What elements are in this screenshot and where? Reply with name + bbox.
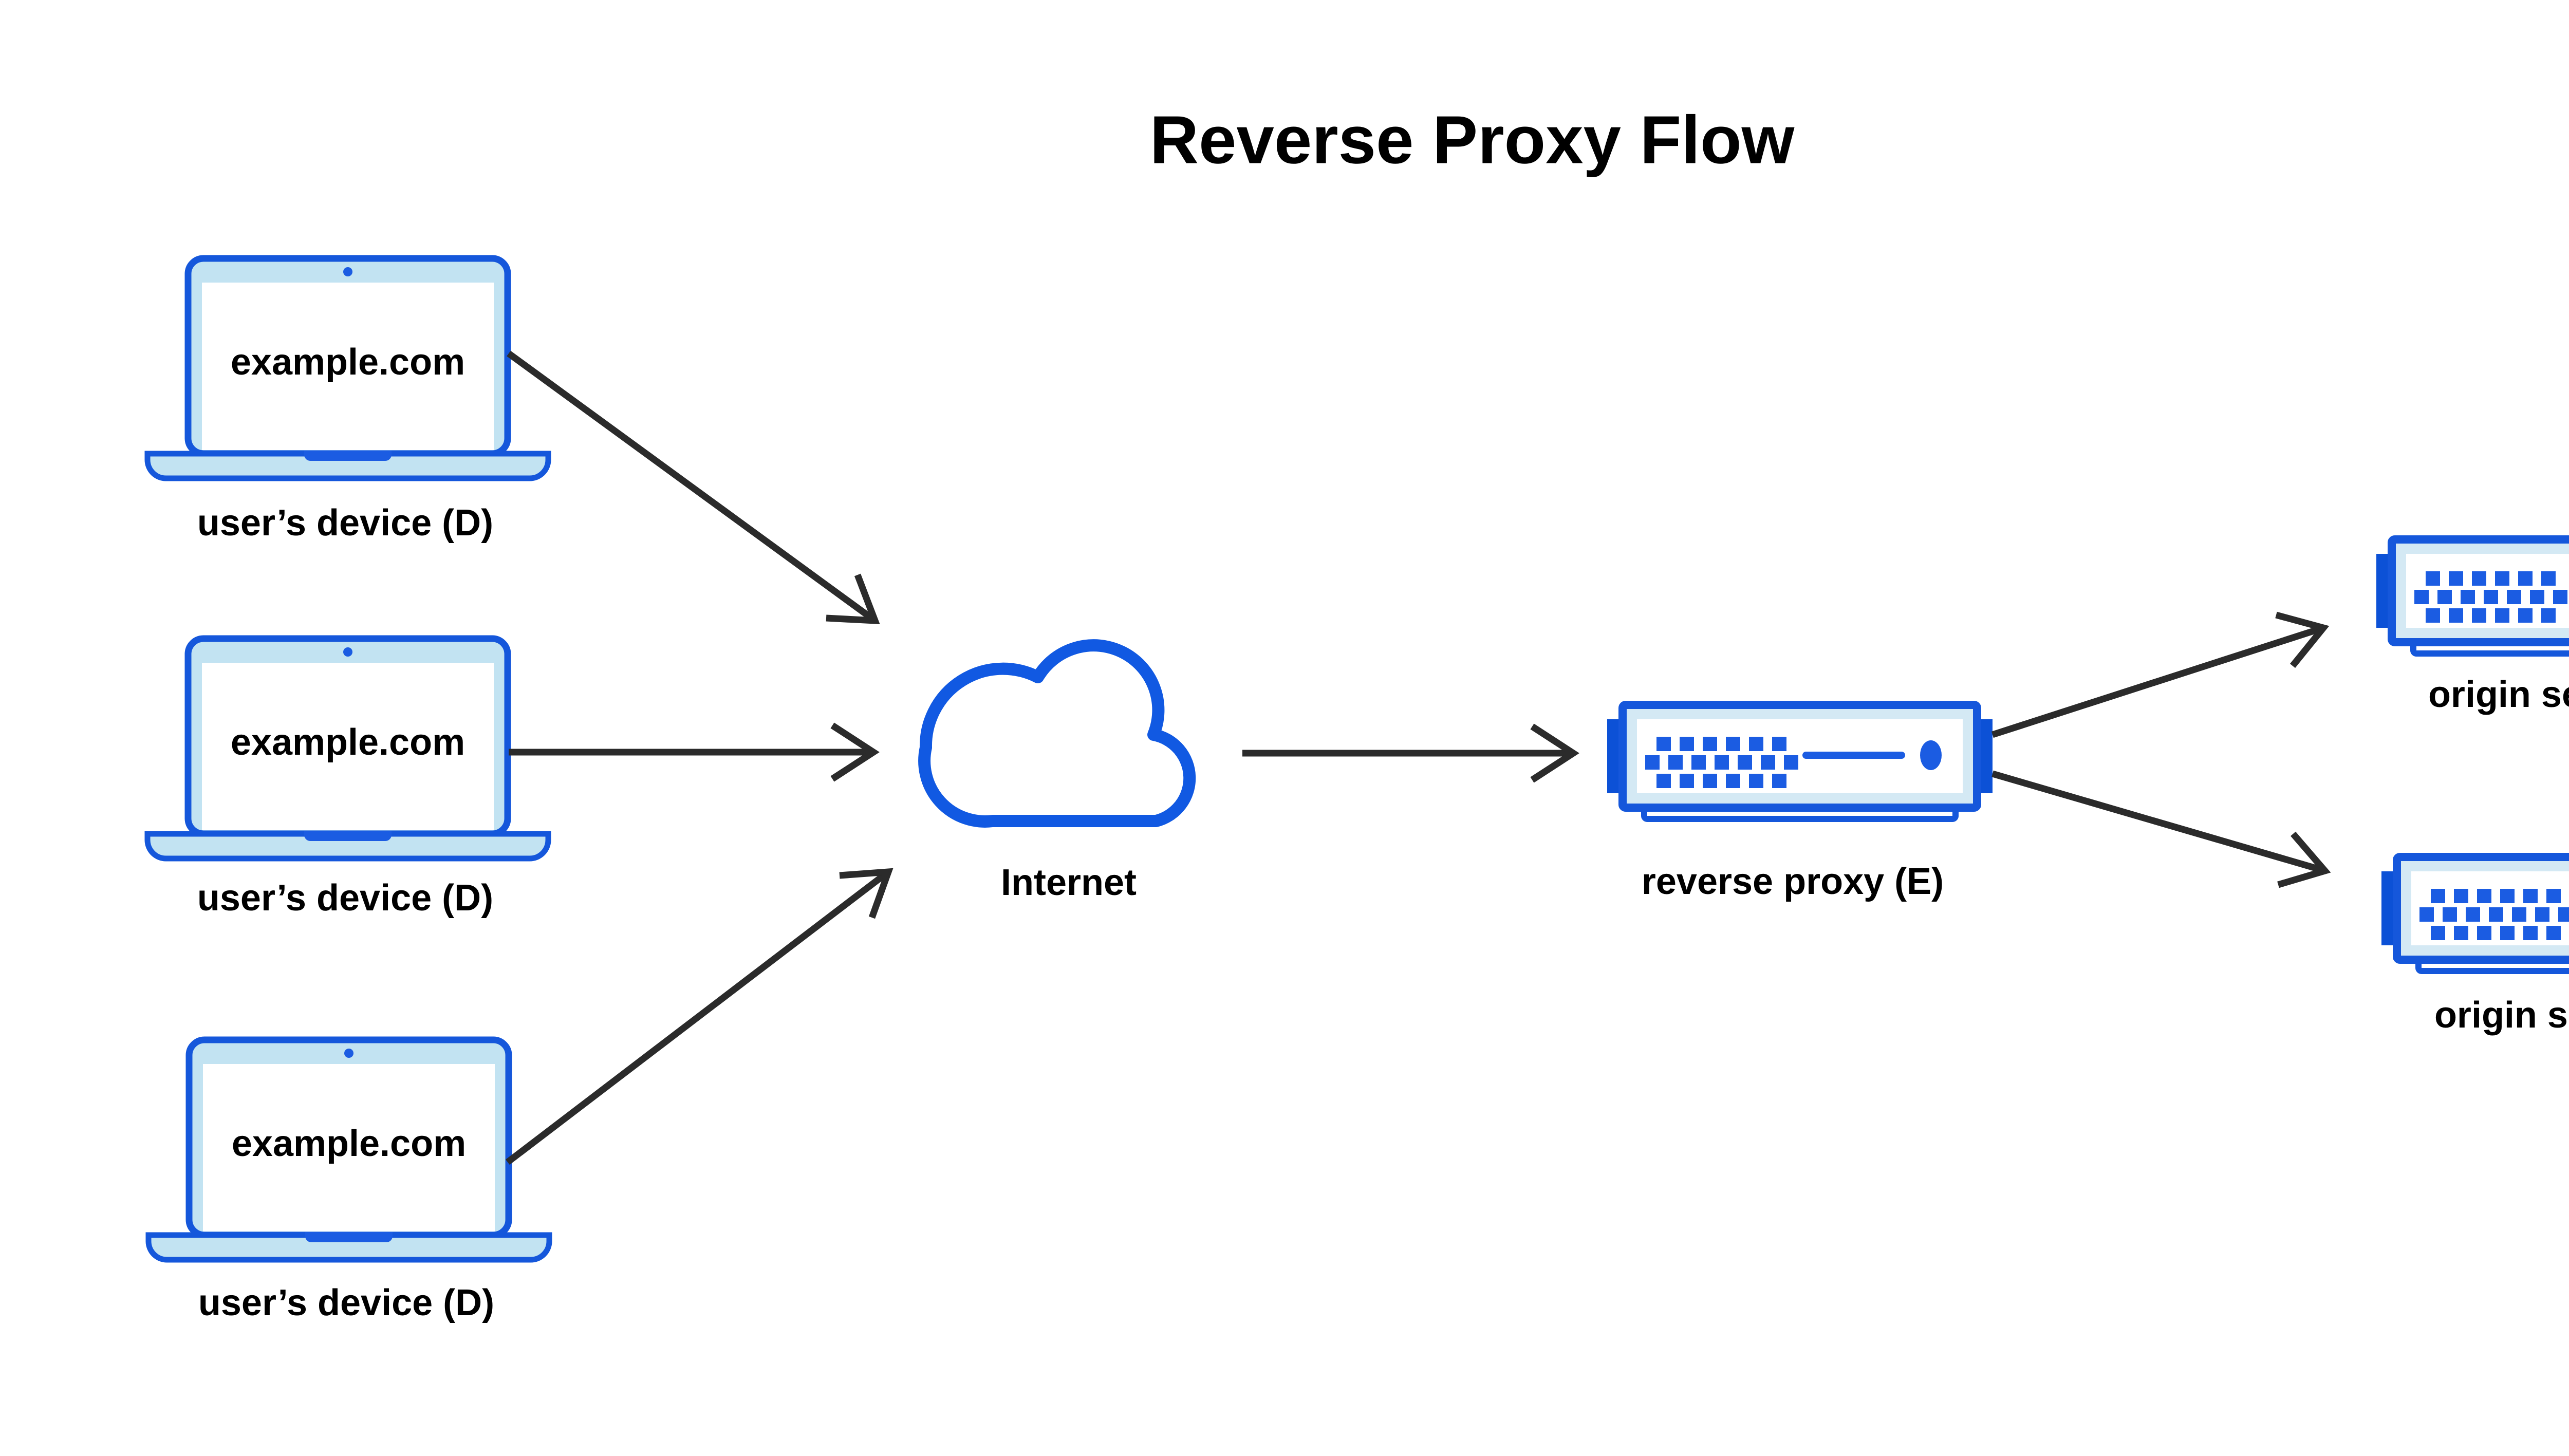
arrowhead-icon: [2275, 611, 2330, 668]
server-icon: [2381, 857, 2569, 971]
device-screen-text: example.com: [231, 722, 465, 763]
arrowhead-icon: [2277, 831, 2331, 888]
origin-server-label: origin server (F): [2428, 674, 2569, 715]
cloud-icon: [918, 639, 1196, 828]
arrow-device1-to-internet: [507, 350, 880, 625]
internet-label: Internet: [1001, 862, 1137, 903]
device-node-1: example.com user’s device (D): [147, 258, 548, 544]
server-icon: [1607, 705, 1993, 819]
device-label: user’s device (D): [197, 502, 493, 544]
arrow-proxy-to-origin1: [1991, 611, 2330, 738]
arrow-device2-to-internet: [509, 722, 880, 782]
arrow-device3-to-internet: [506, 868, 893, 1165]
arrowhead-icon: [839, 868, 893, 919]
device-screen-text: example.com: [231, 342, 465, 383]
origin-server-node-1: origin server (F): [2376, 539, 2569, 715]
page-title: Reverse Proxy Flow: [1150, 102, 1795, 178]
arrowhead-icon: [830, 722, 880, 782]
device-screen-text: example.com: [232, 1123, 466, 1164]
reverse-proxy-node: reverse proxy (E): [1607, 705, 1993, 902]
device-label: user’s device (D): [197, 878, 493, 919]
arrowhead-icon: [1530, 723, 1579, 783]
device-label: user’s device (D): [198, 1282, 494, 1323]
server-icon: [2376, 539, 2569, 654]
device-node-2: example.com user’s device (D): [147, 639, 548, 919]
origin-server-node-2: origin server (F): [2381, 857, 2569, 1036]
origin-server-label: origin server (F): [2434, 995, 2569, 1036]
reverse-proxy-label: reverse proxy (E): [1642, 861, 1944, 902]
arrow-internet-to-proxy: [1242, 723, 1579, 783]
device-node-3: example.com user’s device (D): [148, 1040, 549, 1323]
internet-node: Internet: [918, 639, 1196, 903]
arrow-proxy-to-origin2: [1991, 770, 2331, 888]
arrowhead-icon: [826, 573, 880, 625]
